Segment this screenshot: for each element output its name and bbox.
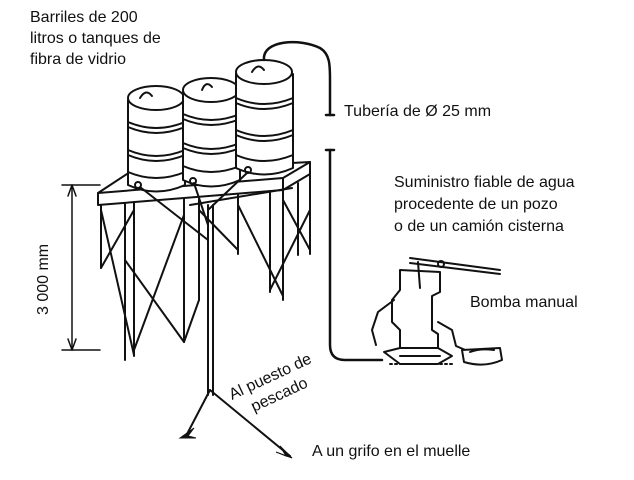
height-label: 3 000 mm — [35, 244, 52, 315]
barrels-label-line1: Barriles de 200 — [30, 9, 138, 26]
barrel-middle — [182, 77, 241, 188]
barrel-right — [235, 59, 294, 176]
supply-label-line3: o de un camión cisterna — [394, 218, 564, 235]
outlet-pipes — [185, 204, 291, 457]
hand-pump — [371, 257, 503, 366]
pipe-label: Tubería de Ø 25 mm — [344, 103, 491, 120]
supply-pipe — [262, 40, 384, 362]
pump-label: Bomba manual — [470, 294, 578, 311]
manifold-pipes — [139, 171, 293, 241]
tap-arrow — [275, 445, 293, 459]
barrels-label-line3: fibra de vidrio — [30, 51, 126, 68]
fish-arrow — [178, 427, 197, 439]
supply-label-line2: procedente de un pozo — [394, 196, 558, 213]
barrel-left — [127, 85, 186, 193]
support-tower — [97, 161, 311, 361]
tap-label: A un grifo en el muelle — [312, 443, 470, 460]
height-dimension — [61, 184, 101, 351]
barrels-label-line2: litros o tanques de — [30, 30, 161, 47]
supply-label-line1: Suministro fiable de agua — [394, 174, 575, 191]
